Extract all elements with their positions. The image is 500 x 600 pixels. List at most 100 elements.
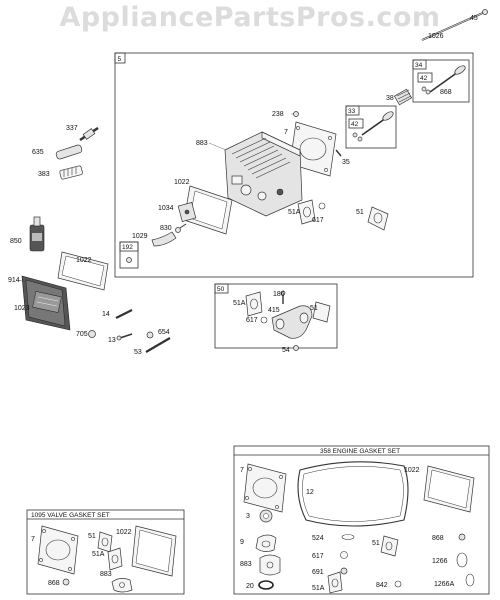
label-238[interactable]: 238 [272, 111, 284, 118]
label-53[interactable]: 53 [134, 349, 142, 356]
spark-plug-part[interactable] [79, 126, 99, 142]
screw-186-part[interactable] [280, 290, 286, 304]
o-ring-617-manifold-part[interactable] [260, 316, 268, 324]
gasket-51A-manifold-part[interactable] [245, 291, 263, 317]
part-192[interactable] [126, 257, 132, 263]
vgs-gasket-883-part[interactable] [111, 578, 133, 593]
label-45[interactable]: 45 [470, 15, 478, 22]
vgs-gasket-51-part[interactable] [97, 531, 113, 553]
egs-seal-3-part[interactable] [259, 509, 273, 523]
label-1034[interactable]: 1034 [158, 205, 174, 212]
group-5-label[interactable]: 5 [118, 56, 122, 63]
egs-o-ring-617-part[interactable] [340, 551, 348, 559]
washer-654-part[interactable] [146, 331, 154, 339]
screw-238-part[interactable] [291, 111, 299, 117]
gasket-51-head-part[interactable] [367, 206, 389, 231]
label-1022-head[interactable]: 1022 [174, 179, 190, 186]
egs-head-gasket-part[interactable] [243, 463, 287, 513]
label-705[interactable]: 705 [76, 331, 88, 338]
label-13[interactable]: 13 [108, 337, 116, 344]
label-egs-51A[interactable]: 51A [312, 585, 325, 592]
label-vgs-868[interactable]: 868 [48, 580, 60, 587]
o-ring-617-head-part[interactable] [318, 202, 326, 210]
vgs-valve-cover-gasket-part[interactable] [131, 525, 177, 577]
label-415[interactable]: 415 [268, 307, 280, 314]
label-883-head[interactable]: 883 [196, 140, 208, 147]
label-35[interactable]: 35 [342, 159, 350, 166]
intake-manifold-part[interactable] [271, 305, 313, 339]
label-617-manifold[interactable]: 617 [246, 317, 258, 324]
bolt-13-part[interactable] [116, 333, 133, 341]
valve-cover-gasket-part[interactable] [183, 185, 233, 235]
label-51A-manifold[interactable]: 51A [233, 300, 246, 307]
label-egs-3[interactable]: 3 [246, 513, 250, 520]
egs-gasket-1266-part[interactable] [456, 552, 468, 568]
egs-seal-691-part[interactable] [340, 567, 348, 575]
valve-cover-gasket-left-part[interactable] [57, 251, 109, 291]
label-vgs-883[interactable]: 883 [100, 571, 112, 578]
label-egs-20[interactable]: 20 [246, 583, 254, 590]
label-egs-842[interactable]: 842 [376, 582, 388, 589]
vgs-seal-868-part[interactable] [62, 578, 70, 586]
valve-gasket-set-title[interactable]: 1095 VALVE GASKET SET [31, 512, 110, 519]
engine-gasket-set-title[interactable]: 358 ENGINE GASKET SET [320, 448, 400, 455]
label-egs-524[interactable]: 524 [312, 535, 324, 542]
egs-gasket-883-part[interactable] [259, 554, 281, 576]
label-337[interactable]: 337 [66, 125, 78, 132]
label-vgs-7[interactable]: 7 [31, 536, 35, 543]
label-vgs-1022[interactable]: 1022 [116, 529, 132, 536]
label-egs-12[interactable]: 12 [306, 489, 314, 496]
spring-383-part[interactable] [59, 165, 83, 180]
label-1029[interactable]: 1029 [132, 233, 148, 240]
label-vgs-51[interactable]: 51 [88, 533, 96, 540]
egs-o-ring-842-part[interactable] [394, 580, 402, 588]
egs-seal-868-part[interactable] [458, 533, 466, 541]
label-egs-1266[interactable]: 1266 [432, 558, 448, 565]
screw-830-part[interactable] [175, 223, 187, 233]
label-egs-51[interactable]: 51 [372, 540, 380, 547]
label-51-manifold[interactable]: 51 [310, 305, 318, 312]
label-egs-1022[interactable]: 1022 [404, 467, 420, 474]
egs-o-ring-20-part[interactable] [258, 580, 274, 590]
label-egs-691[interactable]: 691 [312, 569, 324, 576]
egs-gasket-9-part[interactable] [255, 534, 277, 552]
label-635[interactable]: 635 [32, 149, 44, 156]
label-38[interactable]: 38 [386, 95, 394, 102]
egs-o-ring-524-part[interactable] [341, 534, 355, 540]
label-830[interactable]: 830 [160, 225, 172, 232]
label-egs-883[interactable]: 883 [240, 561, 252, 568]
label-egs-1266A[interactable]: 1266A [434, 581, 455, 588]
label-egs-9[interactable]: 9 [240, 539, 244, 546]
valve-cover-part[interactable] [21, 275, 71, 331]
boot-635-part[interactable] [55, 144, 83, 160]
egs-gasket-1266A-part[interactable] [465, 573, 475, 587]
group-34-label[interactable]: 34 [415, 62, 423, 69]
vgs-gasket-51A-part[interactable] [107, 547, 123, 571]
label-868-top[interactable]: 868 [440, 89, 452, 96]
label-54[interactable]: 54 [282, 347, 290, 354]
label-egs-868[interactable]: 868 [432, 535, 444, 542]
label-1026[interactable]: 1026 [428, 33, 444, 40]
label-617-head[interactable]: 617 [312, 217, 324, 224]
label-1023[interactable]: 1023 [14, 305, 30, 312]
label-51-head[interactable]: 51 [356, 209, 364, 216]
group-50-label[interactable]: 50 [217, 286, 225, 293]
group-33-label[interactable]: 33 [348, 108, 356, 115]
label-383[interactable]: 383 [38, 171, 50, 178]
sealant-850-part[interactable] [29, 216, 45, 252]
valve-spring-part[interactable] [393, 88, 413, 106]
intake-valve-part[interactable] [421, 64, 467, 95]
screw-54-part[interactable] [293, 345, 299, 351]
label-51A-head[interactable]: 51A [288, 209, 301, 216]
label-186[interactable]: 186 [273, 291, 285, 298]
label-egs-7[interactable]: 7 [240, 467, 244, 474]
stud-53-part[interactable] [145, 337, 171, 353]
group-192-label[interactable]: 192 [122, 244, 133, 251]
egs-crankcase-gasket-part[interactable] [297, 461, 409, 527]
label-654[interactable]: 654 [158, 329, 170, 336]
egs-gasket-51-part[interactable] [380, 535, 399, 557]
egs-valve-cover-gasket-part[interactable] [423, 465, 475, 513]
pushrod-part[interactable] [421, 9, 488, 41]
exhaust-valve-part[interactable] [352, 110, 395, 142]
group-42-label-a[interactable]: 42 [420, 75, 428, 82]
